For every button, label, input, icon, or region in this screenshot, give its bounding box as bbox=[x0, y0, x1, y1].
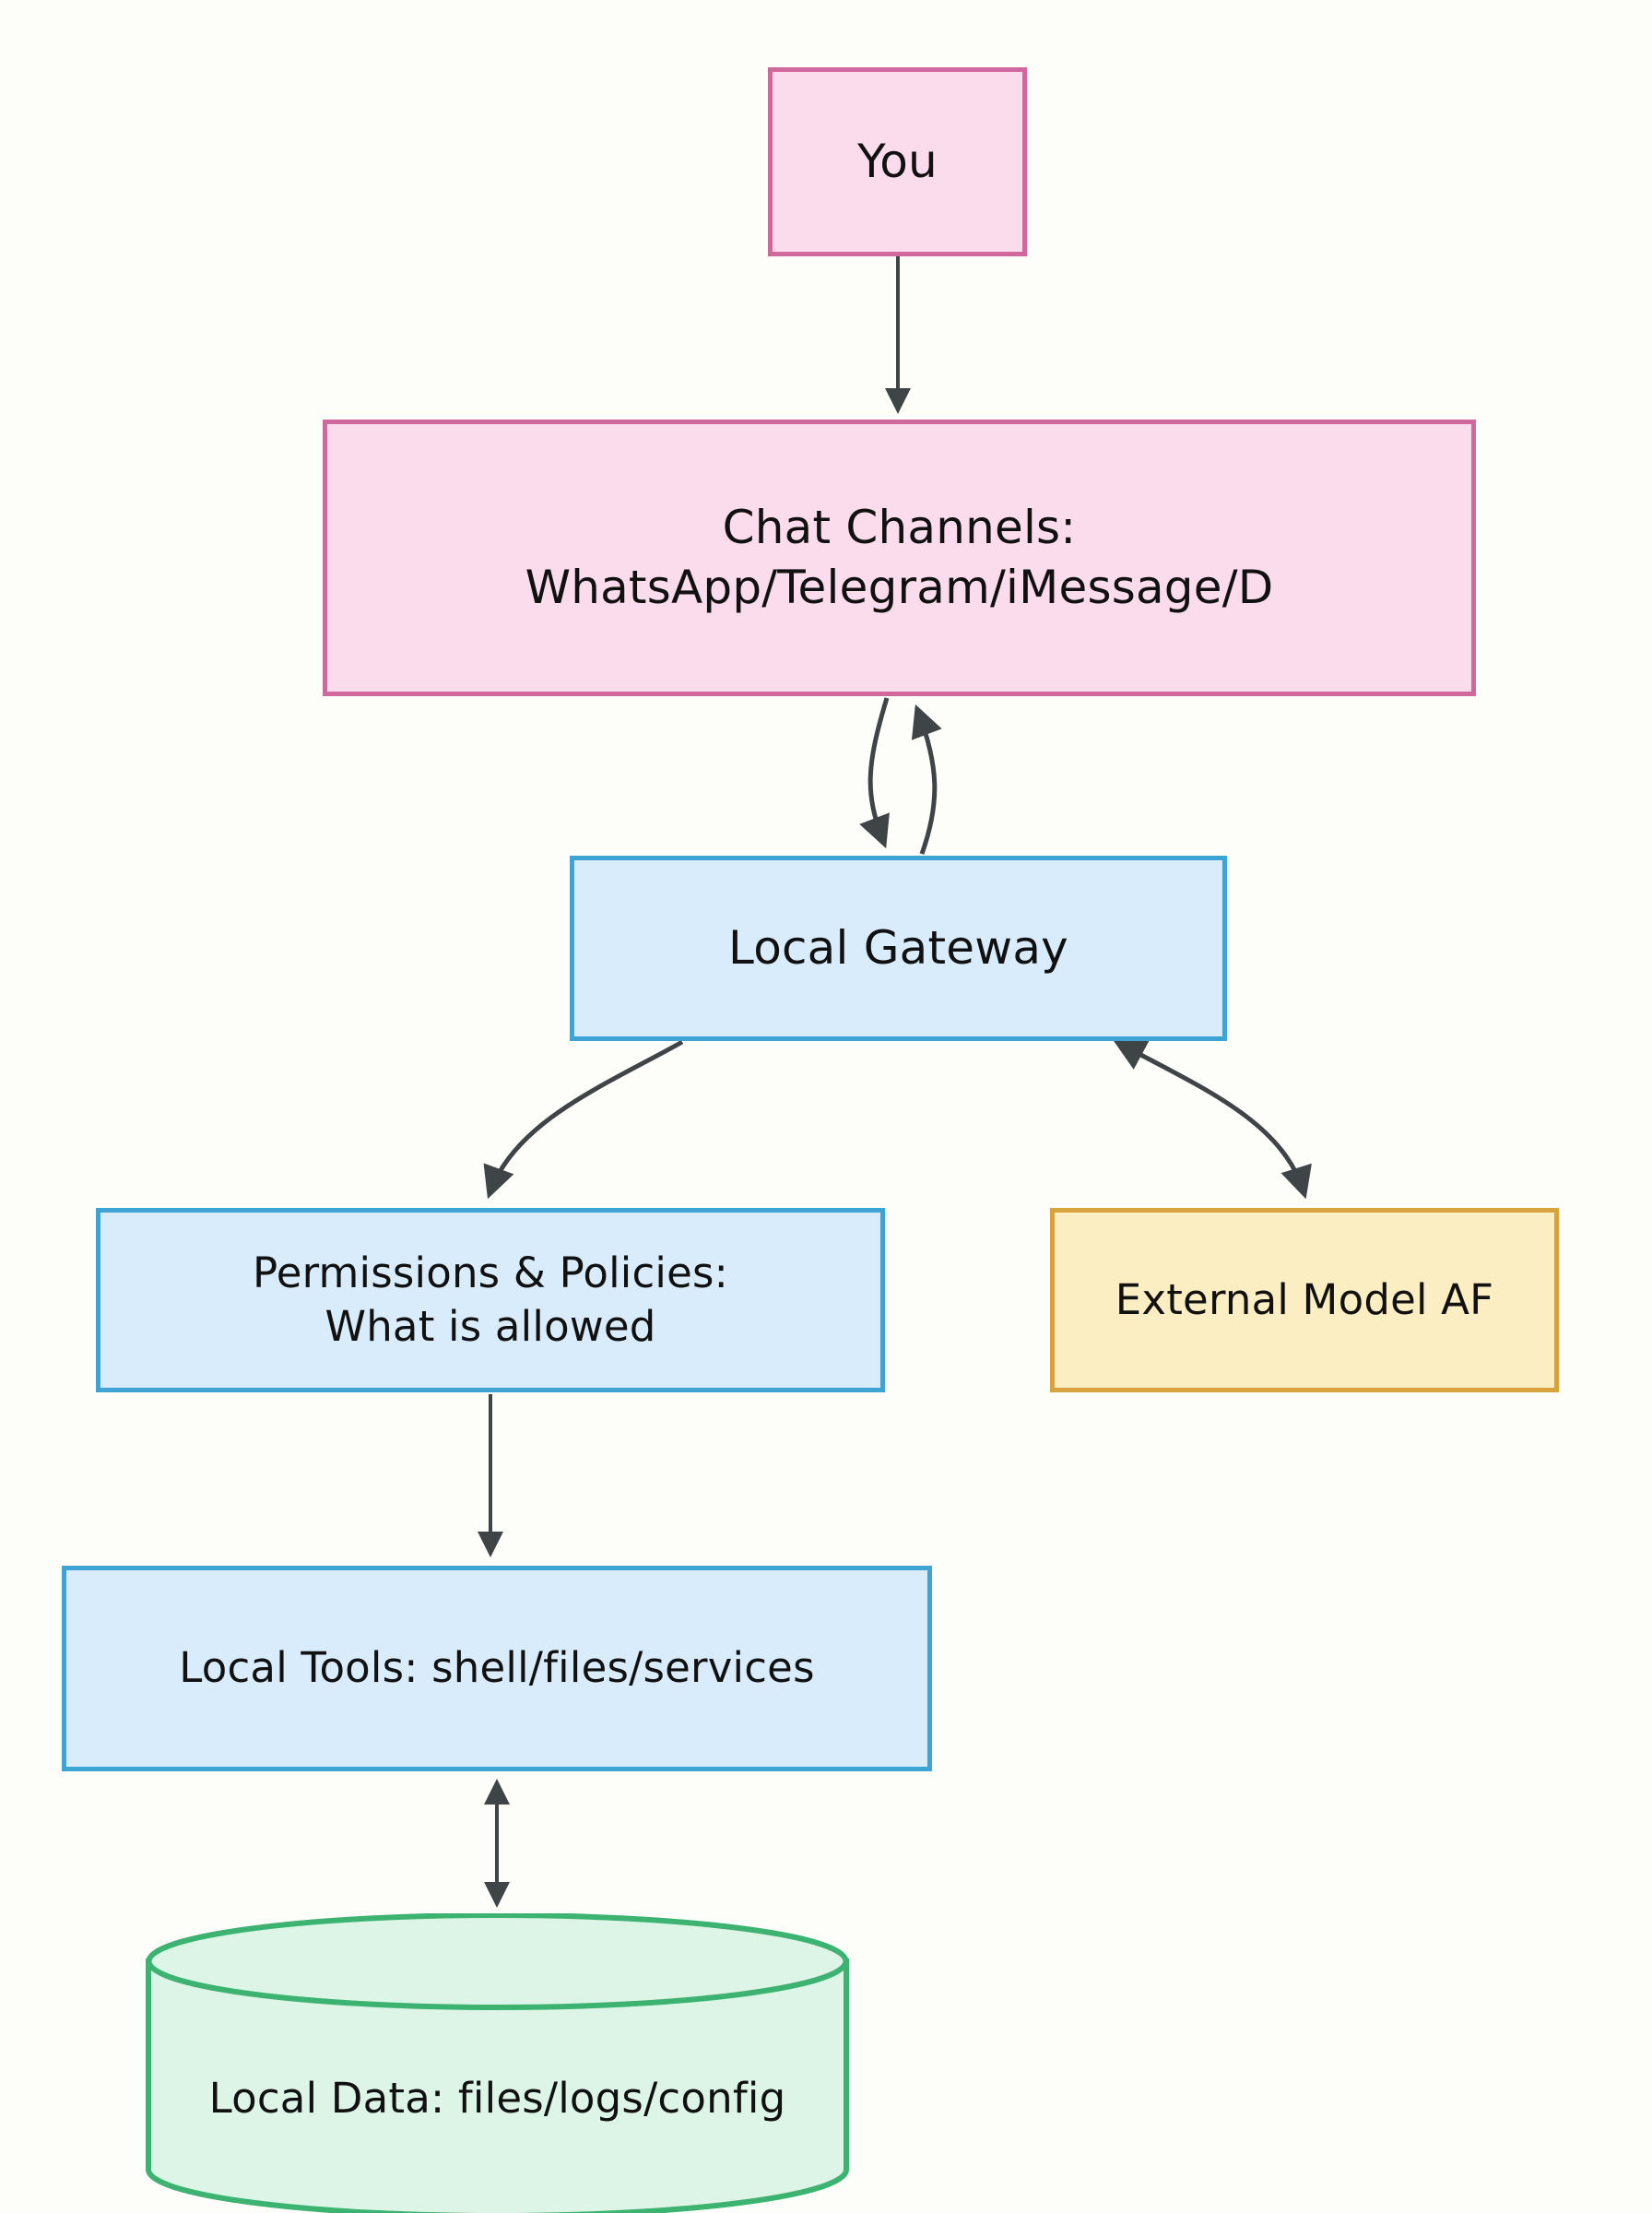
node-you[interactable]: You bbox=[768, 67, 1027, 256]
node-chat-channels-label: Chat Channels: WhatsApp/Telegram/iMessag… bbox=[525, 501, 1274, 614]
node-local-data-label: Local Data: files/logs/config bbox=[208, 2074, 786, 2123]
edge-gateway-to-chat bbox=[911, 704, 942, 855]
node-chat-channels[interactable]: Chat Channels: WhatsApp/Telegram/iMessag… bbox=[323, 420, 1476, 696]
node-external-model-api-label: External Model AF bbox=[1115, 1274, 1494, 1324]
edge-gateway-to-external bbox=[1113, 1039, 1312, 1200]
node-local-gateway[interactable]: Local Gateway bbox=[570, 856, 1227, 1041]
edge-gateway-to-permissions bbox=[483, 1039, 684, 1200]
node-local-tools-label: Local Tools: shell/files/services bbox=[179, 1643, 815, 1693]
node-local-tools[interactable]: Local Tools: shell/files/services bbox=[62, 1566, 932, 1771]
edge-chat-to-gateway bbox=[859, 697, 890, 849]
node-permissions-policies-label: Permissions & Policies: What is allowed bbox=[252, 1248, 729, 1352]
node-permissions-policies[interactable]: Permissions & Policies: What is allowed bbox=[96, 1208, 885, 1392]
node-local-gateway-label: Local Gateway bbox=[728, 921, 1068, 975]
cylinder-shape bbox=[146, 1913, 849, 2213]
node-external-model-api[interactable]: External Model AF bbox=[1050, 1208, 1559, 1392]
node-local-data[interactable]: Local Data: files/logs/config bbox=[146, 1913, 849, 2213]
node-you-label: You bbox=[857, 135, 938, 188]
